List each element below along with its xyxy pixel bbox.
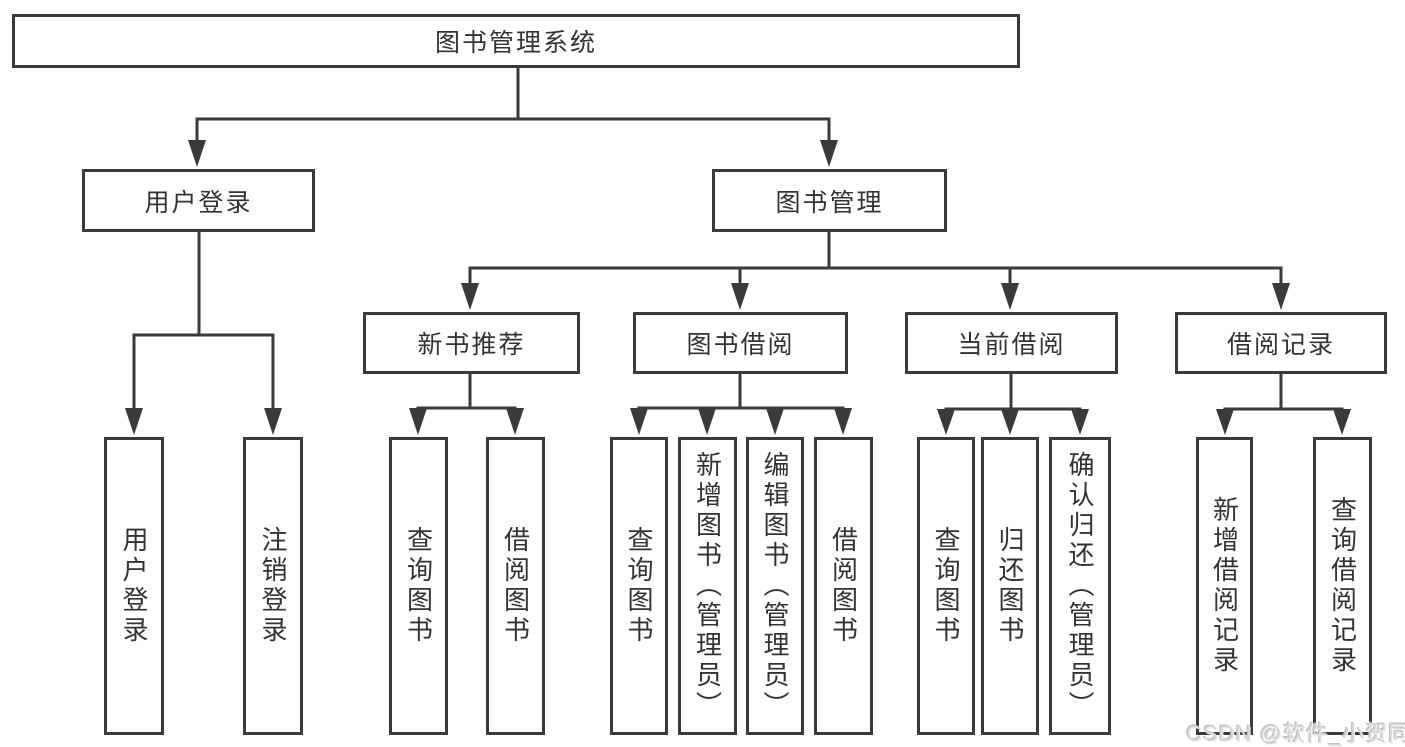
node-book-management: 图书管理 <box>712 169 947 232</box>
leaf-user-login: 用户登录 <box>104 437 164 735</box>
connector-root-to-level2 <box>188 68 838 167</box>
leaf-query-books-borrowing: 查询图书 <box>610 437 668 735</box>
leaf-label: 确认归还（管理员） <box>1065 451 1095 721</box>
leaf-label: 归还图书 <box>995 526 1025 646</box>
leaf-label: 注销登录 <box>258 526 288 646</box>
leaf-label: 借阅图书 <box>828 526 859 646</box>
node-root-library-system: 图书管理系统 <box>12 14 1020 68</box>
leaf-label: 查询图书 <box>403 526 434 646</box>
node-borrowing-records: 借阅记录 <box>1175 312 1387 374</box>
leaf-label: 查询图书 <box>931 526 961 646</box>
leaf-label: 查询借阅记录 <box>1327 496 1358 676</box>
connector-borrowing-records-branch <box>1216 374 1351 435</box>
leaf-edit-book-admin: 编辑图书（管理员） <box>746 437 804 735</box>
leaf-label: 借阅图书 <box>500 526 531 646</box>
connector-new-book-recommend-branch <box>409 374 524 435</box>
leaf-add-book-admin: 新增图书（管理员） <box>678 437 737 735</box>
leaf-label: 用户登录 <box>119 526 149 646</box>
connector-book-borrowing-branch <box>630 374 852 435</box>
leaf-add-borrow-record: 新增借阅记录 <box>1196 437 1253 735</box>
watermark: CSDN @软件_小贺同学 <box>1186 721 1405 746</box>
node-book-borrowing: 图书借阅 <box>633 312 848 374</box>
node-user-login: 用户登录 <box>82 169 315 232</box>
node-current-borrowing: 当前借阅 <box>905 312 1118 374</box>
leaf-label: 新增借阅记录 <box>1209 496 1240 676</box>
leaf-query-books-recommend: 查询图书 <box>389 437 448 735</box>
leaf-label: 新增图书（管理员） <box>692 451 723 721</box>
connector-book-management-branch <box>461 232 1290 310</box>
leaf-logout: 注销登录 <box>243 437 303 735</box>
connector-current-borrowing-branch <box>937 374 1089 435</box>
leaf-return-books: 归还图书 <box>981 437 1039 735</box>
leaf-confirm-return-admin: 确认归还（管理员） <box>1049 437 1111 735</box>
leaf-label: 编辑图书（管理员） <box>760 451 790 721</box>
leaf-borrow-books-recommend: 借阅图书 <box>486 437 545 735</box>
connector-user-login-branch <box>125 232 282 435</box>
node-new-book-recommend: 新书推荐 <box>363 312 580 374</box>
leaf-borrow-books-borrowing: 借阅图书 <box>814 437 873 735</box>
leaf-query-borrow-record: 查询借阅记录 <box>1313 437 1372 735</box>
leaf-query-books-current: 查询图书 <box>917 437 975 735</box>
leaf-label: 查询图书 <box>624 526 654 646</box>
